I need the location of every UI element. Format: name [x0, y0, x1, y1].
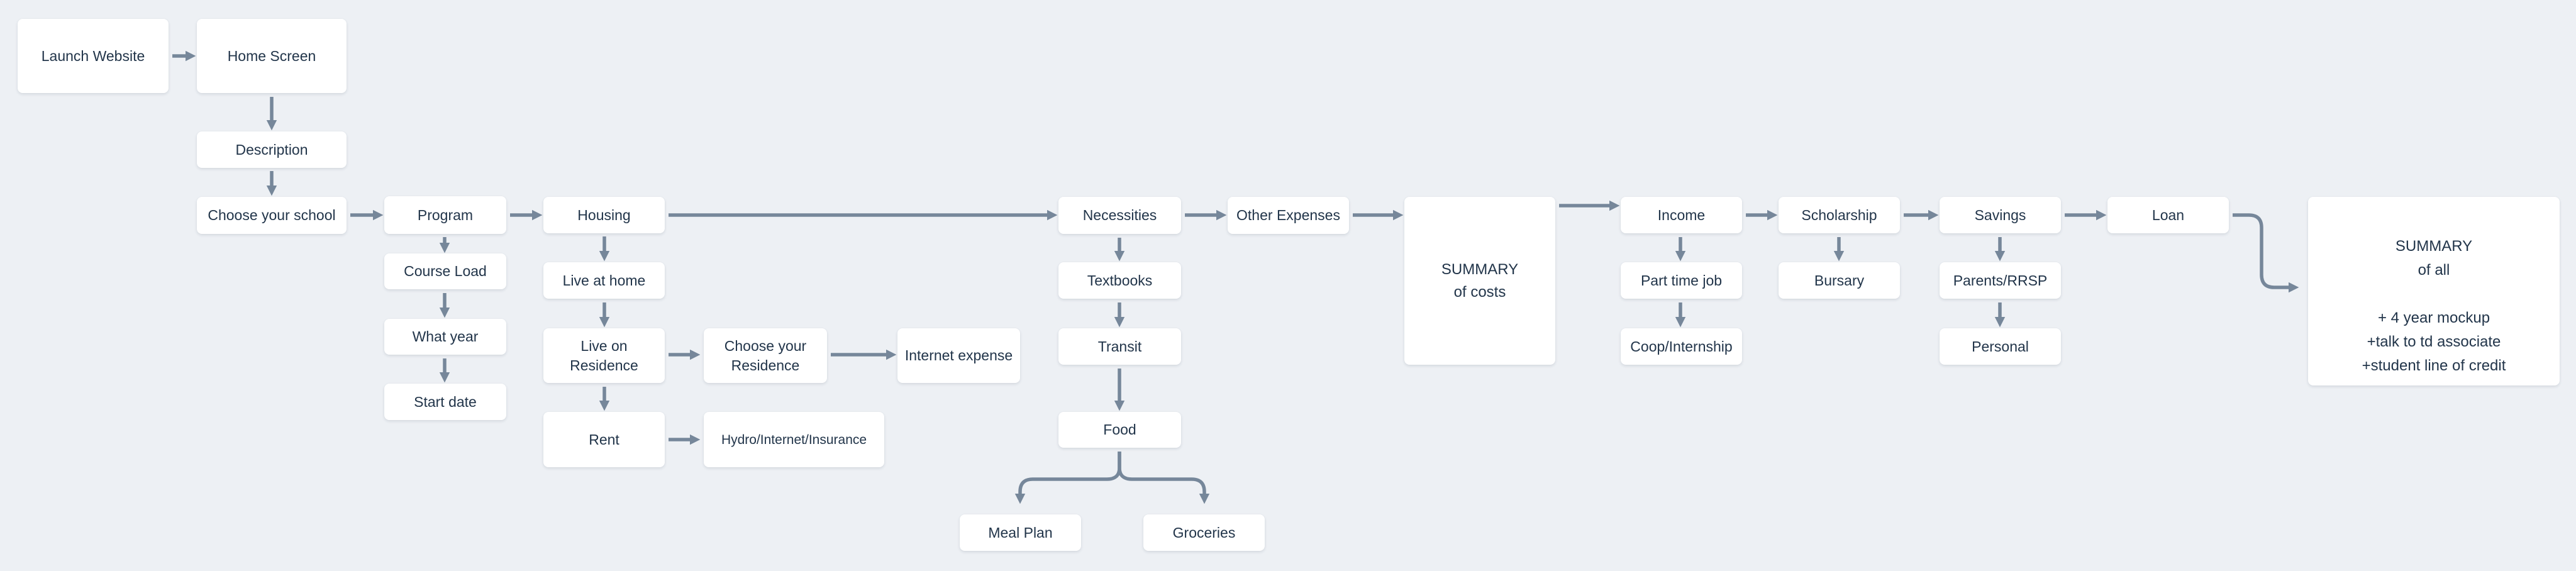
edge-loan-summaryall: [2233, 213, 2299, 293]
node-rent[interactable]: Rent: [543, 412, 665, 467]
node-textbooks[interactable]: Textbooks: [1058, 262, 1181, 299]
node-program[interactable]: Program: [384, 196, 506, 234]
edge-food-mealplan: [1014, 452, 1121, 504]
node-choose-your-school[interactable]: Choose your school: [197, 197, 347, 234]
node-transit[interactable]: Transit: [1058, 328, 1181, 365]
node-summary-of-all[interactable]: SUMMARY of all + 4 year mockup +talk to …: [2308, 197, 2560, 385]
node-food[interactable]: Food: [1058, 412, 1181, 448]
node-other-expenses[interactable]: Other Expenses: [1228, 197, 1349, 234]
node-internet-expense[interactable]: Internet expense: [897, 328, 1020, 383]
node-course-load[interactable]: Course Load: [384, 253, 506, 289]
node-housing[interactable]: Housing: [543, 197, 665, 233]
node-home-screen[interactable]: Home Screen: [197, 19, 347, 93]
node-coop-internship[interactable]: Coop/Internship: [1621, 328, 1742, 365]
node-hydro-internet-insurance[interactable]: Hydro/Internet/Insurance: [704, 412, 884, 467]
node-live-on-residence[interactable]: Live on Residence: [543, 328, 665, 383]
node-parents-rrsp[interactable]: Parents/RRSP: [1940, 262, 2061, 299]
node-choose-your-residence[interactable]: Choose your Residence: [704, 328, 827, 383]
node-description[interactable]: Description: [197, 131, 347, 168]
node-income[interactable]: Income: [1621, 197, 1742, 233]
node-start-date[interactable]: Start date: [384, 384, 506, 420]
node-personal[interactable]: Personal: [1940, 328, 2061, 365]
node-scholarship[interactable]: Scholarship: [1779, 197, 1900, 233]
node-bursary[interactable]: Bursary: [1779, 262, 1900, 299]
node-launch-website[interactable]: Launch Website: [18, 19, 169, 93]
node-necessities[interactable]: Necessities: [1058, 197, 1181, 234]
node-summary-of-costs[interactable]: SUMMARY of costs: [1404, 197, 1555, 365]
edge-food-groceries: [1118, 452, 1210, 504]
node-live-at-home[interactable]: Live at home: [543, 262, 665, 299]
node-meal-plan[interactable]: Meal Plan: [960, 514, 1081, 551]
node-loan[interactable]: Loan: [2107, 197, 2229, 233]
node-savings[interactable]: Savings: [1940, 197, 2061, 233]
node-groceries[interactable]: Groceries: [1143, 514, 1265, 551]
node-what-year[interactable]: What year: [384, 319, 506, 355]
node-part-time-job[interactable]: Part time job: [1621, 262, 1742, 299]
